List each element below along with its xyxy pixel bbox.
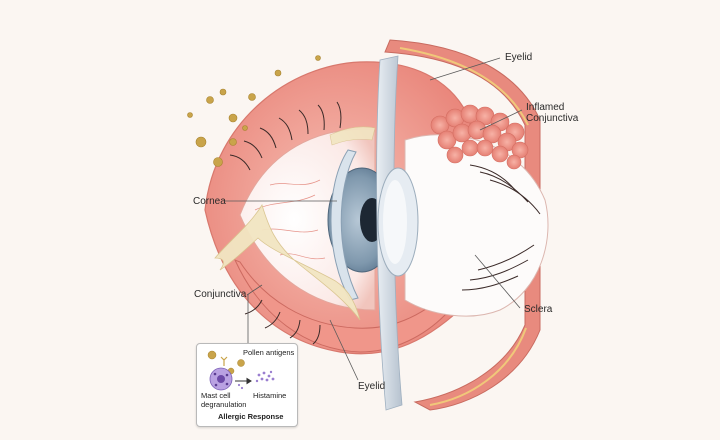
allergic-response-inset: Pollen antigens Mast cell degranulation … [196, 343, 298, 427]
cross-section-lid [384, 39, 541, 411]
inflamed-conjunctiva [430, 104, 529, 170]
label-conjunctiva: Conjunctiva [194, 289, 247, 300]
inset-mast-cell: Mast cell degranulation [201, 391, 247, 409]
leader-lines [225, 57, 523, 381]
pollen-grains [187, 55, 321, 167]
receptor-icon [220, 356, 228, 366]
eyelashes-right [461, 164, 541, 291]
inset-histamine: Histamine [253, 391, 287, 400]
label-sclera: Sclera [524, 304, 553, 315]
skin-line [399, 47, 529, 126]
label-cornea: Cornea [193, 196, 226, 207]
eyelashes-lower [244, 299, 321, 345]
discharge [214, 204, 361, 321]
inset-title: Allergic Response [218, 412, 284, 421]
label-eyelid-bottom: Eyelid [358, 381, 386, 392]
label-inflamed-conjunctiva: Inflamed Conjunctiva [526, 102, 579, 124]
inset-pollen-antigens: Pollen antigens [243, 348, 295, 357]
mast-cell-icon [209, 367, 233, 391]
arrow-right-icon [235, 377, 252, 385]
inset-illustration [207, 350, 275, 391]
sclera-right [404, 134, 549, 317]
cornea-layer [330, 149, 359, 301]
label-eyelid-top: Eyelid [505, 52, 533, 63]
eyelashes-upper [229, 101, 342, 171]
histamine-dots-icon [255, 370, 275, 383]
